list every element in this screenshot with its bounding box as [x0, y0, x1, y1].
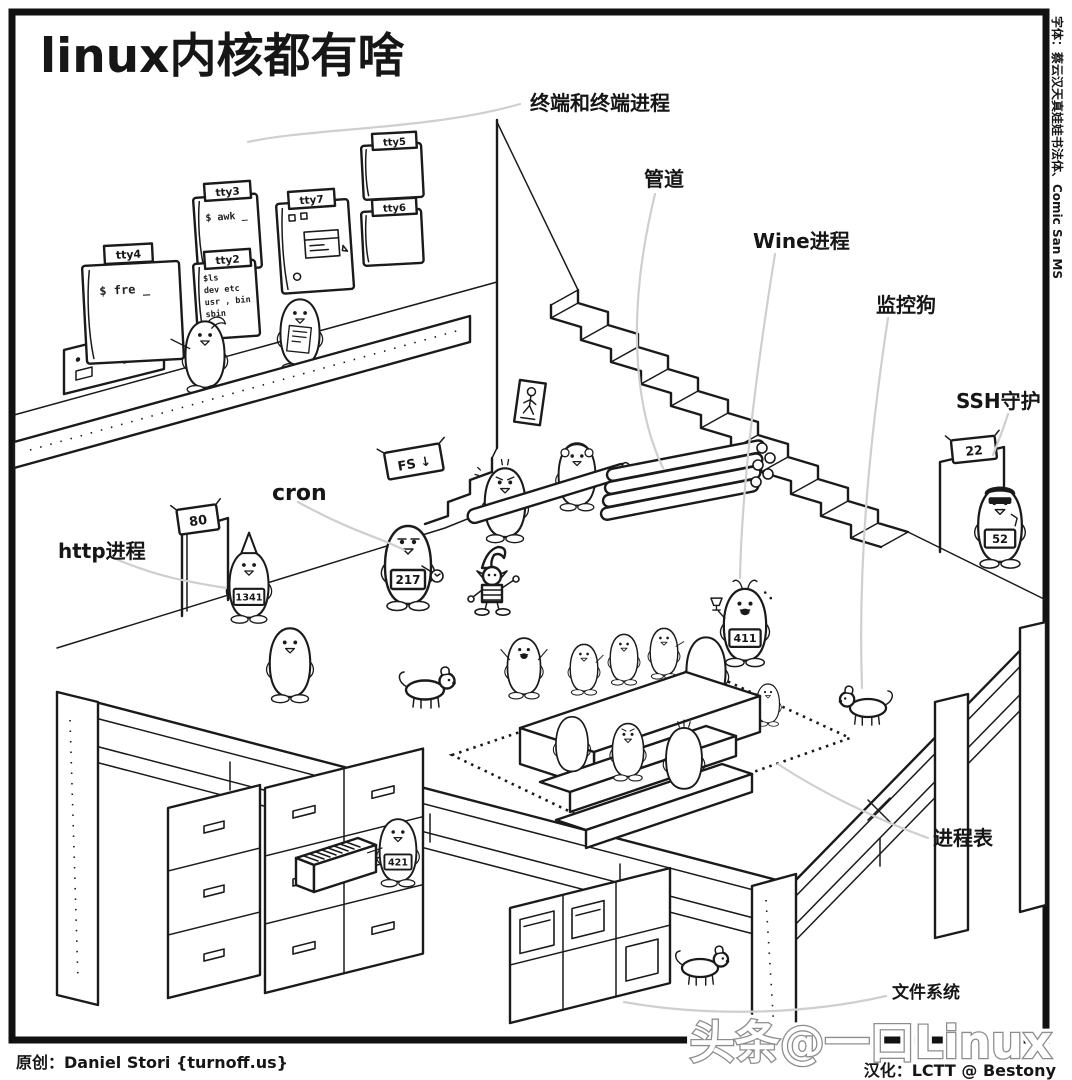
- floor-leg-left: [55, 690, 100, 1007]
- svg-text:421: 421: [388, 858, 408, 869]
- label-http: http进程: [58, 539, 146, 563]
- watermark: 头条@一口Linux: [690, 1016, 1052, 1069]
- svg-text:22: 22: [965, 442, 984, 459]
- comic-border: [8, 8, 1050, 1044]
- tty5-tab: tty5: [370, 130, 418, 152]
- penguin-bench-crest: [662, 719, 706, 790]
- penguin-http: 1341: [225, 531, 273, 625]
- credit-translation: 汉化：LCTT @ Bestony: [864, 1061, 1057, 1080]
- label-watchdog: 监控狗: [876, 293, 936, 317]
- floor-leg-right: [1018, 620, 1048, 914]
- process-table-scene: [448, 627, 854, 850]
- fs-sign: FS ↓: [376, 436, 445, 481]
- staircase: [496, 121, 910, 549]
- tty4-content: $ fre _: [99, 281, 151, 299]
- penguin-attendee: [607, 633, 641, 686]
- mezzanine: $ fre _ tty4 $ awk _ tty3 $ls dev etc us…: [12, 118, 499, 470]
- elf: [467, 545, 520, 616]
- penguin-cron: 217: [380, 524, 444, 612]
- cabinet-bank-a: [166, 783, 262, 1000]
- label-terminals: 终端和终端进程: [530, 91, 670, 115]
- penguin-wine: 411: [710, 579, 773, 668]
- watermark-backing: 头条@一口Linux: [690, 1016, 1052, 1069]
- poster-tty5: [359, 141, 425, 201]
- svg-text:tty5: tty5: [383, 137, 407, 149]
- svg-text:tty3: tty3: [215, 186, 240, 200]
- credit-original: 原创：Daniel Stori {turnoff.us}: [16, 1053, 288, 1072]
- penguin-cheering: [500, 637, 548, 700]
- label-filesystem: 文件系统: [892, 982, 960, 1003]
- label-cron: cron: [272, 481, 327, 506]
- dog-watchdog: [837, 685, 894, 727]
- poster-tty7: [275, 197, 356, 295]
- penguin-idle: [265, 627, 315, 704]
- svg-text:usr , bin: usr , bin: [204, 294, 251, 308]
- tty7-tab: tty7: [286, 187, 337, 211]
- tty3-tab: tty3: [202, 179, 253, 203]
- pipe-stack: [599, 439, 776, 521]
- label-process-table: 进程表: [933, 826, 994, 850]
- label-ssh: SSH守护: [956, 389, 1041, 413]
- penguin-attendee: [567, 643, 604, 696]
- open-drawer: [294, 836, 378, 894]
- tty2-tab: tty2: [202, 247, 253, 271]
- dog-filesystem: [674, 945, 731, 987]
- svg-text:52: 52: [992, 532, 1008, 546]
- svg-text:80: 80: [188, 513, 208, 530]
- penguin-reading: [276, 298, 324, 373]
- side-font-note: 字体：蔡云汉天真娃娃书法体、Comic San MS: [1050, 16, 1065, 279]
- svg-text:$ls: $ls: [203, 273, 219, 284]
- fs-stairs: [423, 447, 498, 526]
- penguin-pipe-carrier-front: [474, 458, 530, 544]
- svg-text:sbin: sbin: [205, 308, 226, 320]
- svg-text:tty7: tty7: [299, 194, 324, 208]
- cabinet-bank-c: [508, 866, 672, 1025]
- label-pipes: 管道: [644, 167, 684, 191]
- mezzanine-slab: [12, 314, 472, 470]
- svg-text:dev etc: dev etc: [204, 284, 240, 296]
- penguin-terminal-writer: [170, 316, 229, 395]
- svg-text:FS ↓: FS ↓: [397, 454, 433, 475]
- floor-leg-midright: [933, 692, 970, 940]
- poster-tty4: $ fre _: [80, 259, 186, 365]
- penguin-archivist: 421: [366, 818, 421, 888]
- tty4-tab: tty4: [102, 242, 155, 266]
- label-wine: Wine进程: [753, 229, 850, 253]
- wall-base-line: [13, 281, 498, 416]
- tty6-tab: tty6: [370, 196, 418, 218]
- penguin-ssh: 52: [973, 486, 1027, 570]
- penguin-attendee: [647, 627, 685, 680]
- ssh-port-sign: 22: [944, 429, 1000, 465]
- poster-tty6: [359, 207, 425, 267]
- dog-left: [398, 665, 457, 710]
- zombie-note: [512, 378, 547, 427]
- svg-text:411: 411: [733, 632, 756, 645]
- http-port-sign: 80: [169, 497, 222, 536]
- tty3-content: $ awk _: [205, 210, 249, 224]
- svg-text:tty6: tty6: [383, 203, 407, 215]
- svg-text:217: 217: [395, 573, 420, 587]
- floor-leg-center: [750, 872, 798, 1052]
- annotations: 终端和终端进程 管道 Wine进程 监控狗 SSH守护 cron http进程 …: [58, 91, 1041, 1013]
- svg-text:tty4: tty4: [115, 248, 141, 262]
- svg-text:tty2: tty2: [215, 254, 240, 268]
- svg-text:1341: 1341: [235, 593, 262, 604]
- penguin-bench-turned: [609, 722, 647, 782]
- penguin-pipe-carrier-back: [554, 442, 600, 512]
- page-title: linux内核都有啥: [40, 29, 404, 84]
- under-floor: 421: [55, 620, 1048, 1052]
